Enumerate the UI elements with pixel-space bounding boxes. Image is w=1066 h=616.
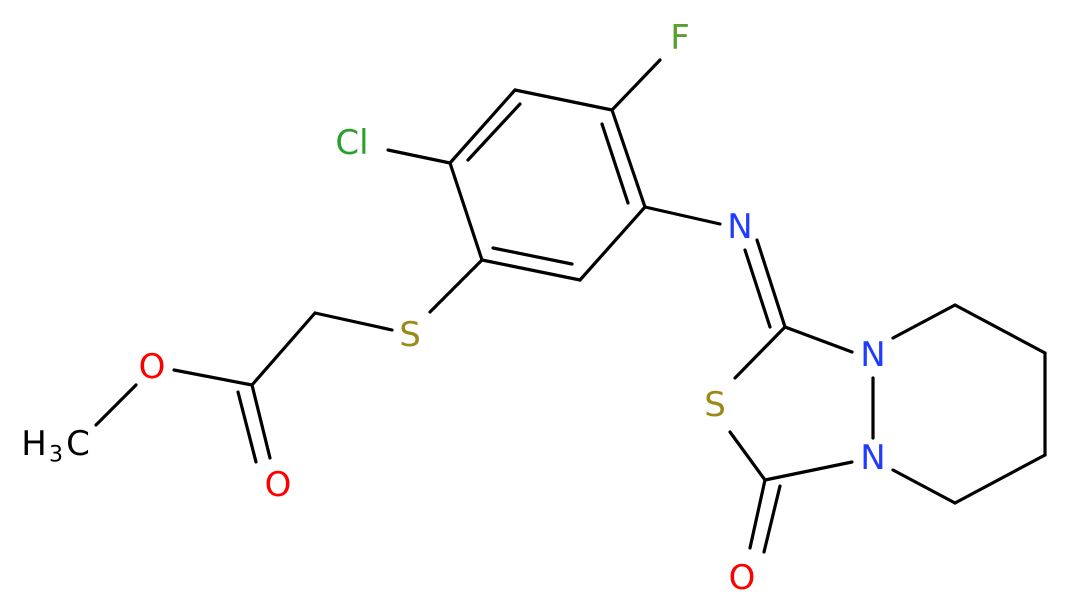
bond-imine: [755, 238, 787, 329]
atom-o-carbonyl-ester: O: [265, 465, 292, 505]
bond-c-o: [748, 478, 767, 550]
bond: [513, 88, 614, 112]
bond: [728, 430, 767, 482]
bond: [578, 205, 647, 282]
bond: [733, 325, 787, 380]
atom-n-ring-bottom: N: [860, 438, 885, 478]
bond: [448, 161, 484, 262]
bond: [953, 453, 1047, 505]
bond: [763, 460, 854, 482]
bond: [250, 311, 317, 387]
bond-c-o: [250, 383, 272, 460]
bond-methyl: [94, 383, 138, 427]
bond-s-thioether: [428, 258, 484, 314]
bond: [891, 468, 957, 505]
benzene-ring: [448, 88, 647, 282]
methyl-h: H: [21, 424, 47, 464]
bond-n-imine: [643, 205, 722, 226]
atom-n-ring-top: N: [860, 335, 885, 375]
bond: [783, 325, 854, 354]
bond: [610, 108, 647, 209]
methyl-group: H 3 C: [21, 424, 90, 468]
bond: [480, 258, 582, 282]
double-bond-second: [762, 484, 782, 554]
bond-f: [610, 58, 662, 112]
atom-o-carbonyl-ring: O: [729, 558, 756, 598]
double-bond-inner: [491, 246, 574, 266]
double-bond-second: [236, 390, 258, 464]
bond-cl: [386, 148, 452, 165]
methyl-c: C: [66, 424, 90, 464]
bond: [891, 303, 957, 340]
bond: [313, 311, 394, 332]
atom-s-ring: S: [704, 385, 726, 425]
bond-o-ester: [172, 368, 254, 387]
atom-o-ester: O: [139, 347, 166, 387]
atom-cl: Cl: [335, 123, 368, 163]
double-bond-inner: [600, 122, 630, 205]
atom-s-thioether: S: [399, 315, 421, 355]
atom-n-imine: N: [727, 207, 752, 247]
methyl-subscript: 3: [49, 443, 63, 468]
double-bond-inner: [466, 102, 522, 162]
bond: [448, 88, 517, 165]
atom-f: F: [670, 18, 690, 58]
double-bond-second: [743, 248, 772, 329]
bond: [953, 303, 1047, 355]
